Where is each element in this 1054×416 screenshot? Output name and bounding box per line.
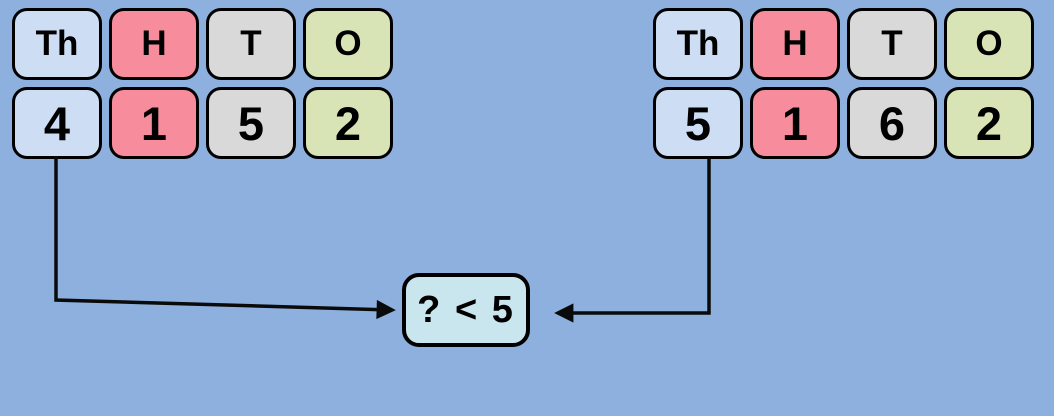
right-hundreds-digit-cell: 1 (750, 87, 840, 159)
right-thousands-header-cell: Th (653, 8, 743, 80)
left-number-group: Th H T O 4 1 5 2 (12, 8, 393, 159)
right-tens-digit-cell: 6 (847, 87, 937, 159)
left-ones-digit-cell: 2 (303, 87, 393, 159)
left-thousands-arrow (54, 156, 396, 320)
left-hundreds-header-cell: H (109, 8, 199, 80)
right-number-group: Th H T O 5 1 6 2 (653, 8, 1034, 159)
right-thousands-arrow (554, 158, 711, 323)
left-tens-header-cell: T (206, 8, 296, 80)
left-thousands-digit-cell: 4 (12, 87, 102, 159)
left-tens-digit-cell: 5 (206, 87, 296, 159)
right-hundreds-header-cell: H (750, 8, 840, 80)
right-tens-header-cell: T (847, 8, 937, 80)
right-ones-digit-cell: 2 (944, 87, 1034, 159)
right-ones-header-cell: O (944, 8, 1034, 80)
left-ones-header-cell: O (303, 8, 393, 80)
left-thousands-header-cell: Th (12, 8, 102, 80)
right-thousands-digit-cell: 5 (653, 87, 743, 159)
left-hundreds-digit-cell: 1 (109, 87, 199, 159)
comparison-box: ? < 5 (402, 273, 530, 347)
